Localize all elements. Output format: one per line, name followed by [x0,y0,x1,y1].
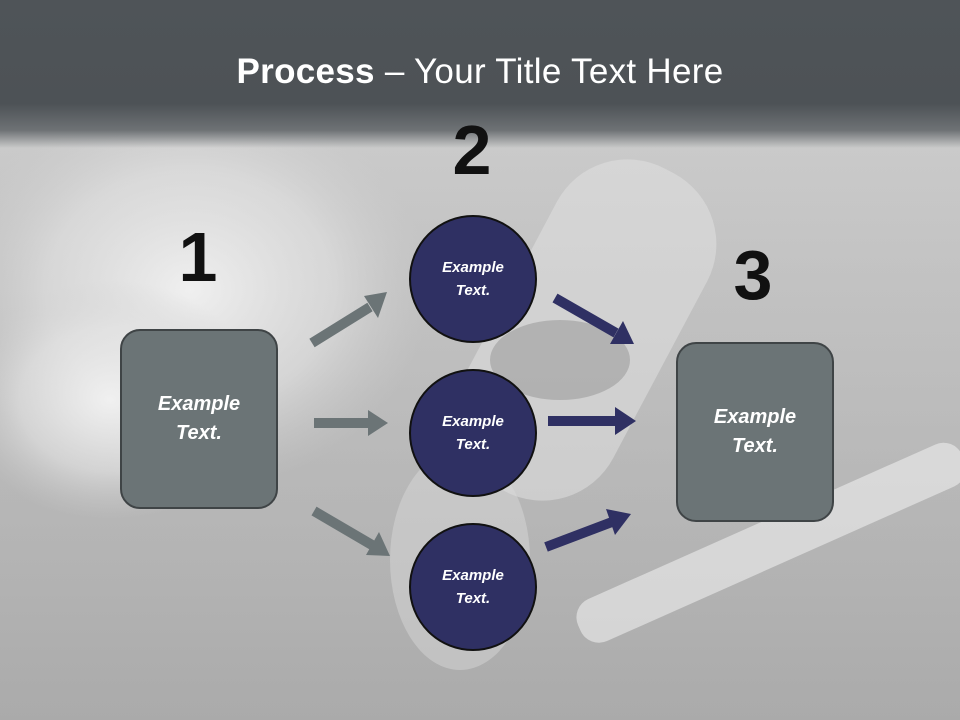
step-1-label: Example Text. [157,393,241,444]
title-bold: Process [236,52,375,91]
header-band [0,0,960,148]
slide-title: Process – Your Title Text Here [0,52,960,92]
title-rest: – Your Title Text Here [374,52,724,91]
step-2-item-label: Example Text. [442,259,504,299]
step-3-box: Example Text. [676,342,834,522]
step-2-circle-top: Example Text. [409,215,537,343]
step-2-item-label: Example Text. [442,567,504,607]
step-number-2: 2 [452,111,492,189]
step-2-circle-bottom: Example Text. [409,523,537,651]
step-3-label: Example Text. [713,406,797,457]
step-number-3: 3 [733,236,773,314]
step-2-circle-middle: Example Text. [409,369,537,497]
step-1-box: Example Text. [120,329,278,509]
step-2-item-label: Example Text. [442,413,504,453]
step-number-1: 1 [178,218,218,296]
